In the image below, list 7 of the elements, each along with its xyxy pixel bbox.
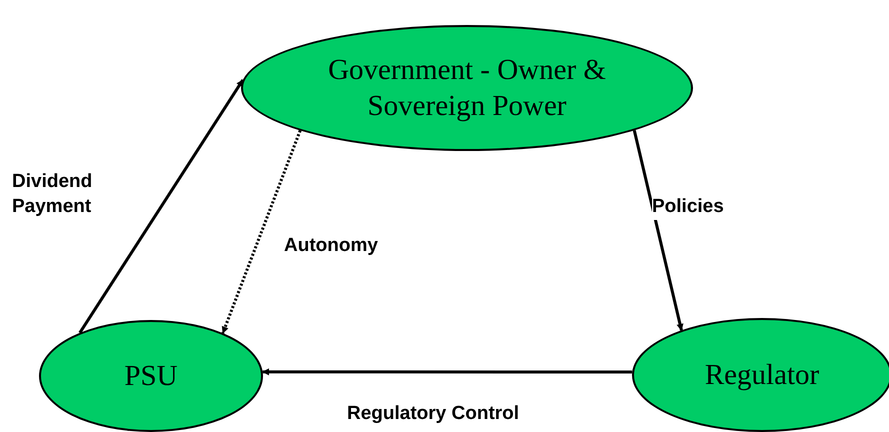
node-text: PSU: [124, 358, 178, 394]
arrow: [632, 130, 684, 331]
arrow: [221, 130, 302, 334]
edge-label: Policies: [652, 195, 724, 220]
node-text: Government - Owner & Sovereign Power: [327, 52, 607, 124]
node-text: Regulator: [704, 358, 820, 393]
arrow: [262, 368, 632, 376]
